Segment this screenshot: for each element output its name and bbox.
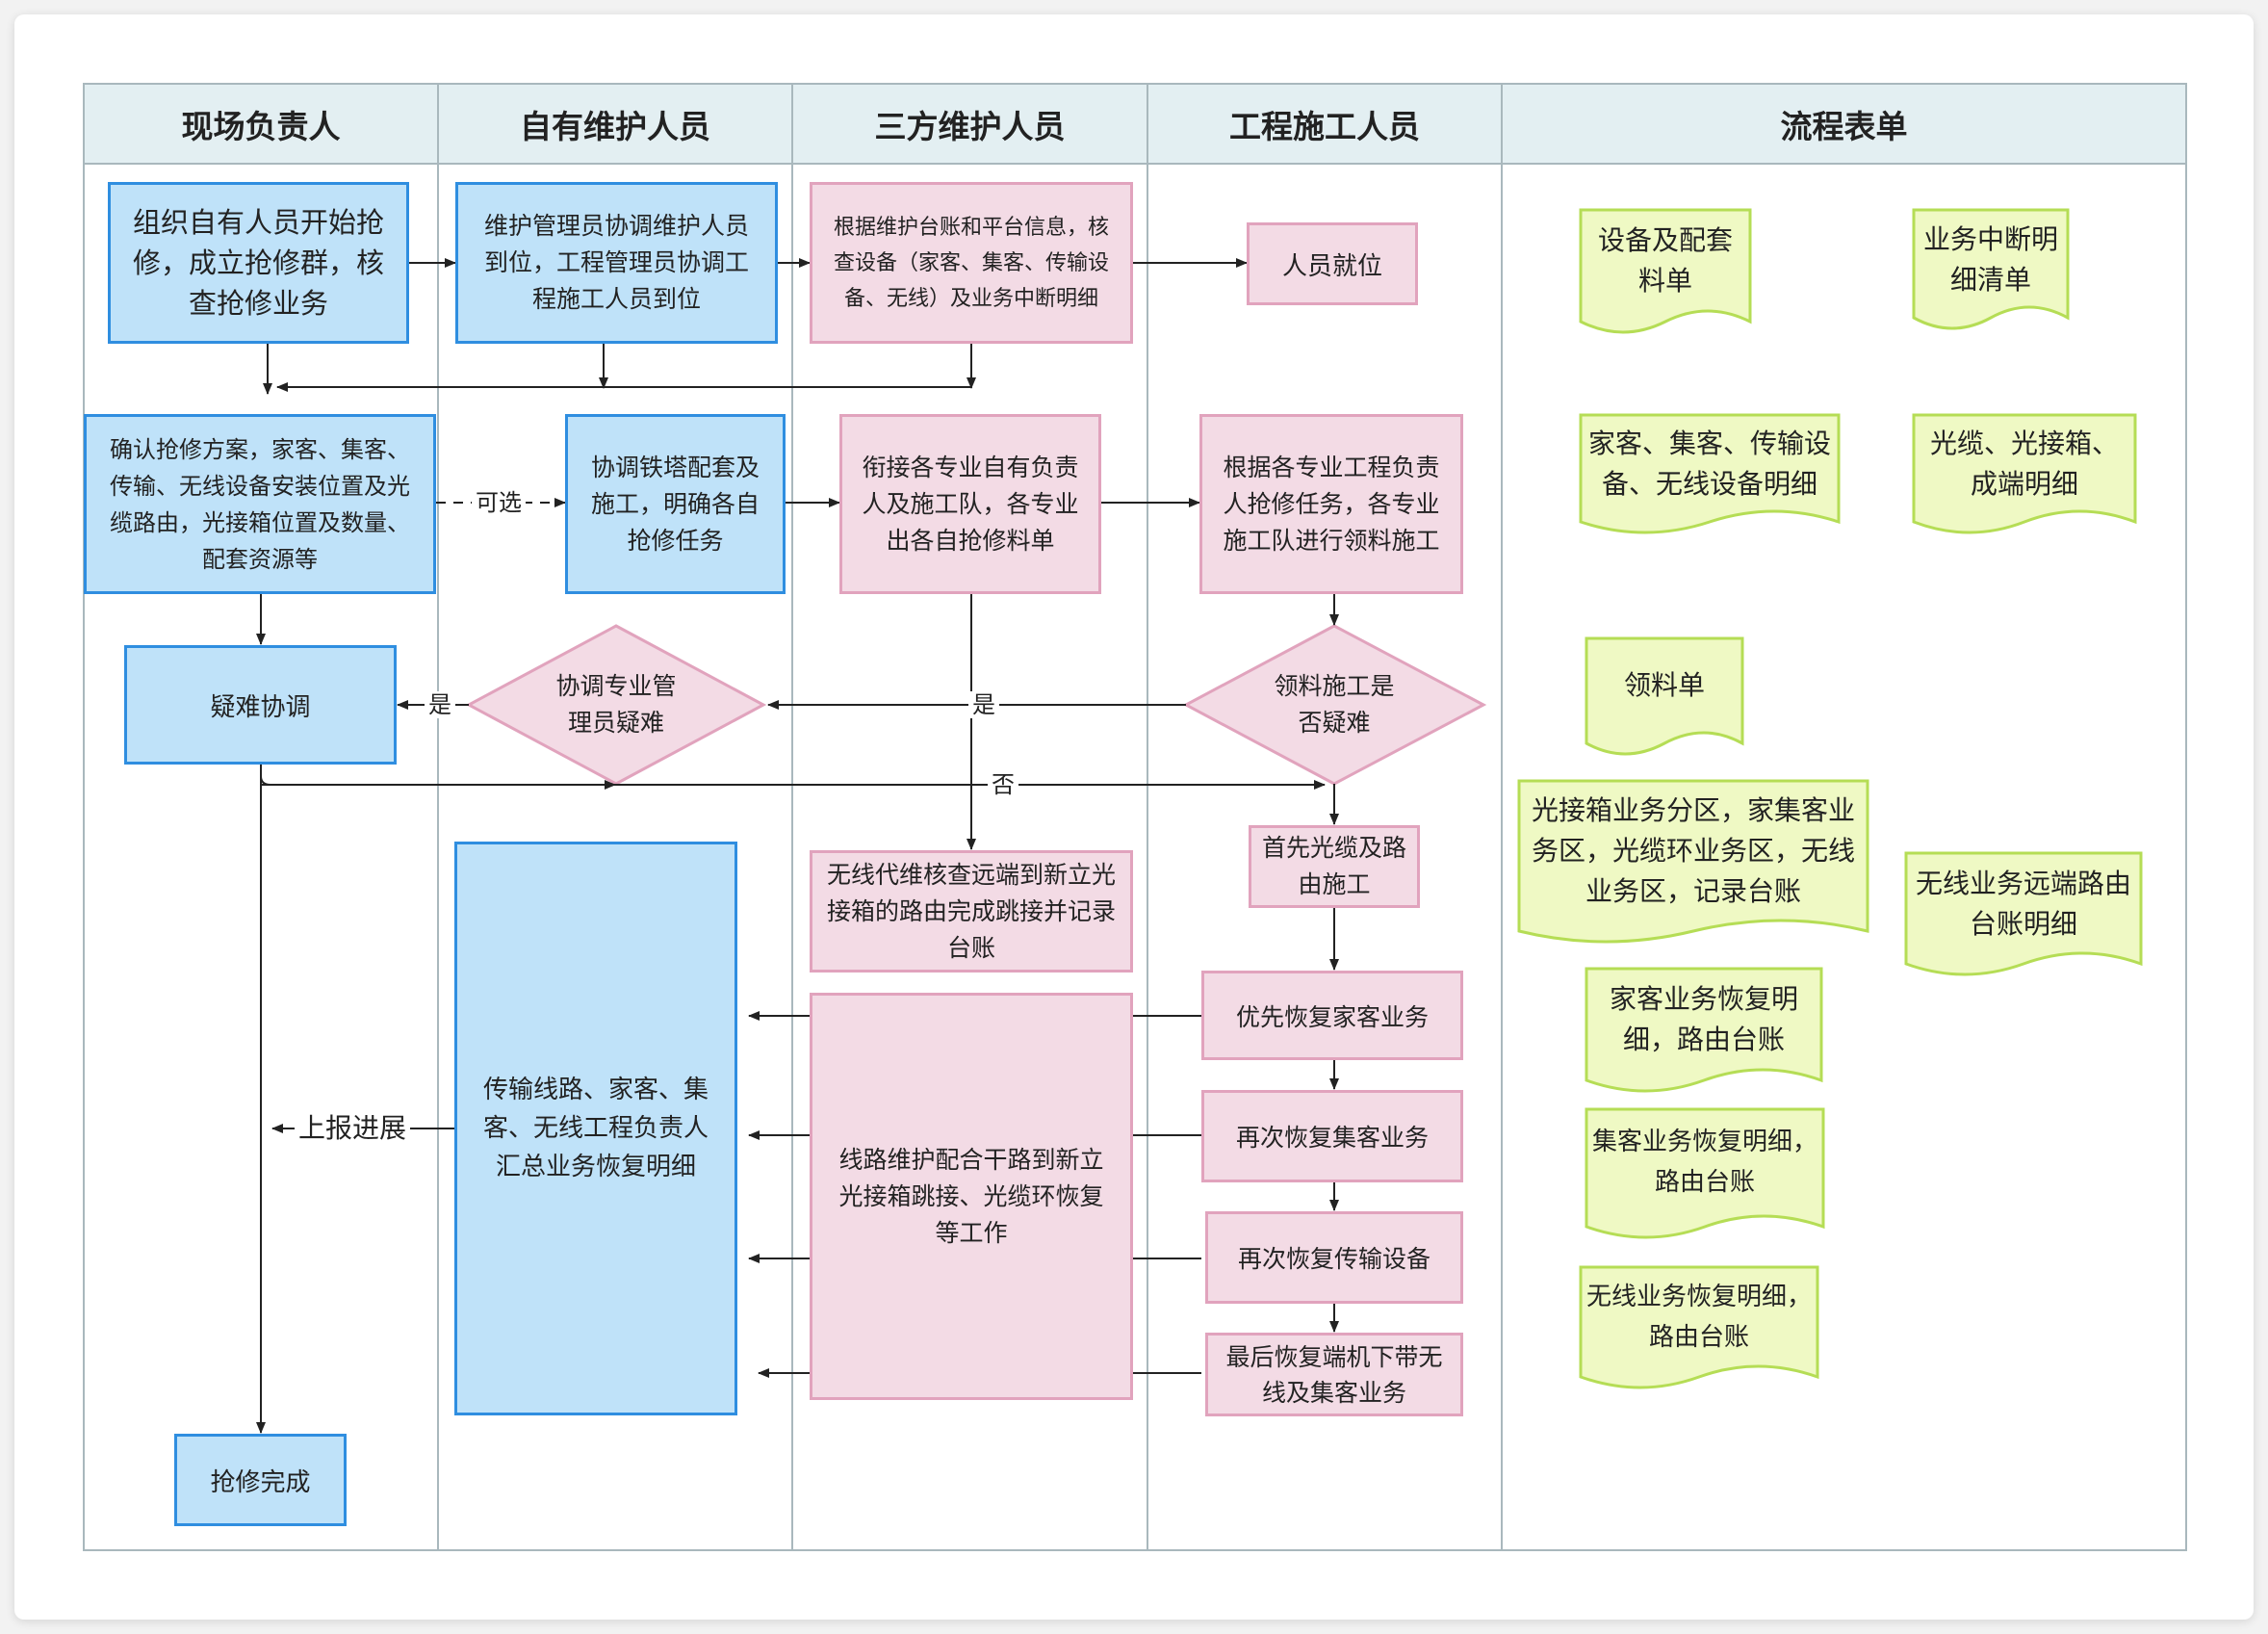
form-doc	[1912, 208, 2070, 330]
yes-label-middle: 是	[968, 691, 999, 718]
form-wireless-route: 无线业务远端路由 台账明细	[1915, 868, 2131, 940]
form-doc	[1579, 1265, 1819, 1389]
line-maintenance-box: 线路维护配合干路到新立 光接箱跳接、光缆环恢复 等工作	[810, 993, 1133, 1400]
form-doc	[1579, 208, 1752, 334]
form-equipment-material: 设备及配套 料单	[1597, 224, 1733, 297]
restore-group-box: 再次恢复集客业务	[1201, 1090, 1463, 1182]
form-cable-detail: 光缆、光接箱、 成端明细	[1929, 428, 2119, 500]
form-material-sheet: 领料单	[1623, 669, 1705, 701]
difficulty-coordination-box: 疑难协调	[124, 645, 397, 765]
connect-teams-box: 衔接各专业自有负责 人及施工队，各专业 出各自抢修料单	[839, 414, 1101, 594]
wireless-check-box: 无线代维核查远端到新立光 接箱的路由完成跳接并记录 台账	[810, 850, 1133, 973]
repair-done-box: 抢修完成	[174, 1434, 347, 1526]
verify-equipment-box: 根据维护台账和平台信息，核 查设备（家客、集客、传输设 备、无线）及业务中断明细	[810, 182, 1133, 344]
engineering-tasks-box: 根据各专业工程负责 人抢修任务，各专业 施工队进行领料施工	[1199, 414, 1463, 594]
restore-home-box: 优先恢复家客业务	[1201, 971, 1463, 1060]
organize-box: 组织自有人员开始抢 修，成立抢修群，核 查抢修业务	[108, 182, 409, 344]
confirm-plan-box: 确认抢修方案，家客、集客、 传输、无线设备安装位置及光 缆路由，光接箱位置及数量…	[84, 414, 436, 594]
tower-coordination-box: 协调铁塔配套及 施工，明确各自 抢修任务	[565, 414, 786, 594]
lane-header-third-party-maintenance: 三方维护人员	[874, 107, 1066, 145]
yes-label-left: 是	[425, 691, 455, 718]
form-doc	[1585, 967, 1823, 1093]
material-difficulty-label: 领料施工是 否疑难	[1274, 672, 1395, 737]
cable-first-box: 首先光缆及路 由施工	[1249, 825, 1420, 908]
diagram-frame	[83, 83, 2187, 1551]
form-doc	[1585, 636, 1744, 756]
lane-header-own-maintenance: 自有维护人员	[520, 107, 710, 145]
form-doc	[1585, 1107, 1825, 1239]
report-progress-label: 上报进展	[295, 1114, 411, 1143]
form-doc	[1579, 413, 1841, 534]
form-device-detail: 家客、集客、传输设 备、无线设备明细	[1587, 428, 1831, 500]
restore-wireless-box: 最后恢复端机下带无 线及集客业务	[1205, 1333, 1463, 1416]
coordinator-difficulty-label: 协调专业管 理员疑难	[555, 672, 677, 737]
optional-label: 可选	[472, 489, 526, 516]
form-doc	[1912, 413, 2137, 534]
lane-header-site-lead: 现场负责人	[181, 107, 341, 145]
no-label: 否	[988, 771, 1018, 798]
form-doc	[1904, 851, 2143, 976]
header-band	[84, 84, 2186, 164]
form-wireless-restore: 无线业务恢复明细， 路由台账	[1585, 1283, 1812, 1352]
restore-transport-box: 再次恢复传输设备	[1205, 1211, 1463, 1304]
form-doc	[1517, 779, 1869, 944]
form-group-restore: 集客业务恢复明细， 路由台账	[1591, 1128, 1817, 1197]
staff-ready-box: 人员就位	[1247, 222, 1418, 305]
form-interruption-list: 业务中断明 细清单	[1922, 223, 2058, 296]
lane-header-process-forms: 流程表单	[1780, 107, 1908, 145]
coordinate-staff-box: 维护管理员协调维护人员 到位，工程管理员协调工 程施工人员到位	[455, 182, 778, 344]
form-service-zones: 光接箱业务分区，家集客业 务区，光缆环业务区，无线 业务区，记录台账	[1531, 794, 1855, 907]
recovery-summary-box: 传输线路、家客、集 客、无线工程负责人 汇总业务恢复明细	[454, 842, 737, 1415]
form-home-restore: 家客业务恢复明 细，路由台账	[1609, 983, 1798, 1055]
lane-header-construction-staff: 工程施工人员	[1229, 107, 1420, 145]
